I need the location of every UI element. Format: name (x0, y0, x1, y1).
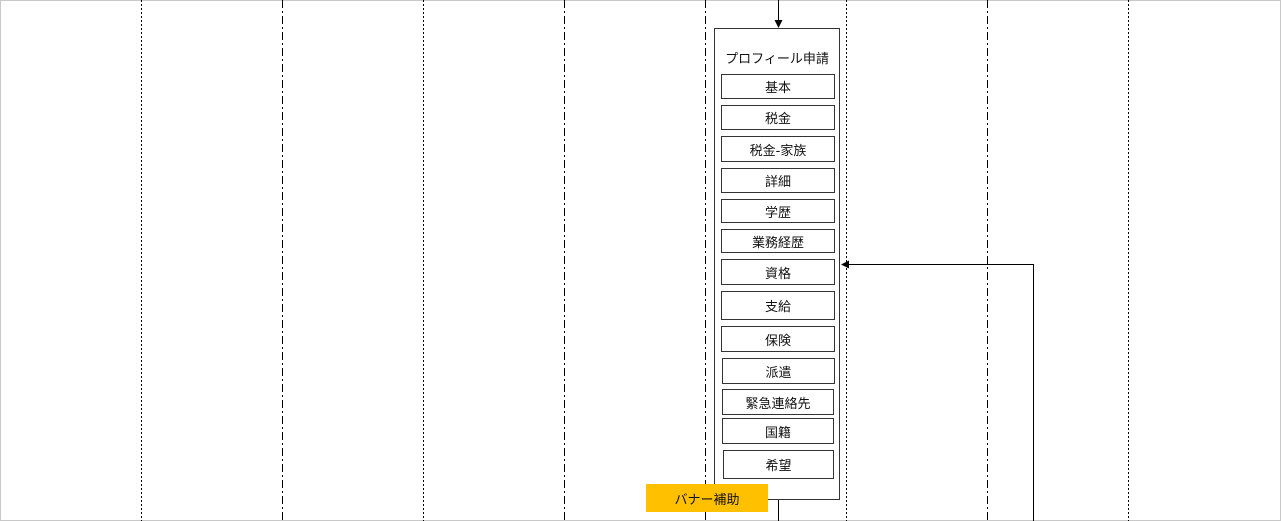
item-tax: 税金 (721, 105, 835, 130)
item-nationality: 国籍 (722, 418, 834, 444)
item-education: 学歴 (721, 199, 835, 223)
item-emergency-contact: 緊急連絡先 (722, 389, 834, 415)
banner-support-label: バナー補助 (646, 484, 768, 512)
item-work-history: 業務経歴 (721, 229, 835, 253)
item-tax-family: 税金-家族 (721, 136, 835, 162)
item-qualifications: 資格 (721, 259, 835, 285)
item-dispatch: 派遣 (722, 358, 835, 384)
item-payment: 支給 (721, 291, 835, 320)
item-preference: 希望 (723, 450, 834, 479)
item-insurance: 保険 (721, 326, 835, 352)
connector-right-arrow (841, 260, 1034, 521)
item-details: 詳細 (721, 168, 835, 193)
item-basic: 基本 (721, 74, 835, 99)
container-title: プロフィール申請 (725, 52, 829, 67)
